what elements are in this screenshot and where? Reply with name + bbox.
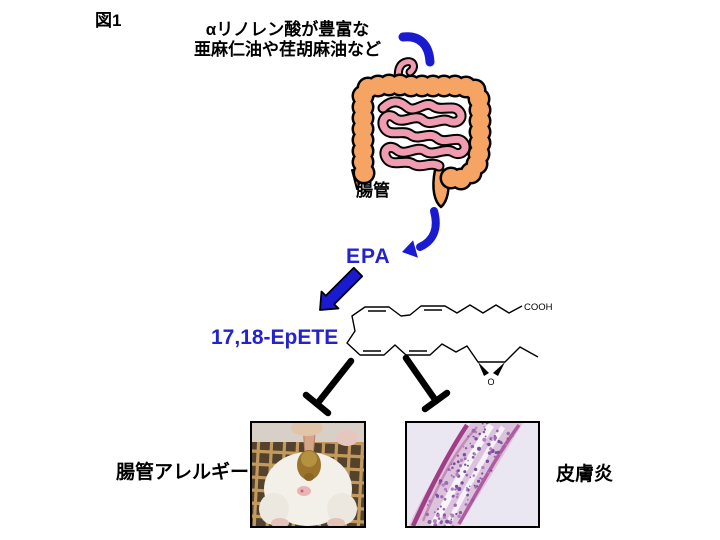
mouse-leg-left: [259, 493, 289, 525]
mouse-ear: [336, 430, 358, 446]
epidermis-edge-left: [410, 423, 469, 526]
anal-spot: [300, 489, 304, 493]
inhibition-bar-left: [313, 357, 355, 408]
dermis-mid-layer: [421, 426, 478, 522]
source-oils-line1: αリノレン酸が豊富な: [205, 20, 370, 39]
arrow-gut-to-epa-icon: [402, 207, 440, 258]
epa-label: EPA: [346, 245, 391, 268]
mouse-foot-left: [271, 518, 289, 526]
epoxide-wedge-bond: [493, 362, 505, 376]
diarrhea-drip: [304, 473, 314, 481]
diarrhea-highlight: [301, 451, 317, 467]
outcome-allergy-label: 腸管アレルギー: [116, 462, 250, 483]
arrow-gut-to-epa-shaft: [416, 207, 440, 251]
handler-finger: [291, 423, 323, 436]
skin-histology-photo: [405, 421, 540, 528]
histology-art: [407, 423, 538, 526]
inhibition-bar-left-cap: [302, 391, 332, 417]
inhibition-bar-right-cap: [421, 389, 451, 413]
carbon-skeleton: [346, 304, 539, 363]
arrow-epa-to-epete-icon: [319, 266, 364, 311]
flow-arc-top-icon: [398, 32, 435, 67]
chemical-structure: O COOH: [346, 302, 553, 387]
mouse-leg-right: [327, 493, 357, 525]
epoxide-wedge-bond: [478, 362, 489, 376]
colon-shape: [354, 76, 489, 188]
source-oils-text: αリノレン酸が豊富な 亜麻仁油や荏胡麻油など: [160, 20, 415, 60]
outcome-dermatitis-label: 皮膚炎: [556, 464, 614, 485]
figure-label: 図1: [95, 11, 122, 30]
anal-area: [297, 486, 311, 496]
epoxide-o-label: O: [487, 377, 494, 387]
cooh-label: COOH: [524, 302, 553, 313]
arrow-gut-to-epa-head: [402, 240, 418, 258]
mouse-foot-right: [327, 518, 345, 526]
source-oils-line2: 亜麻仁油や荏胡麻油など: [194, 40, 381, 59]
epete-label: 17,18-EpETE: [211, 326, 339, 349]
mouse-allergy-photo: [250, 421, 366, 528]
inhibition-bar-right: [402, 354, 440, 405]
mouse-photo-art: [252, 423, 364, 526]
intestine-label: 腸管: [356, 181, 390, 200]
inhibition-bars: [302, 354, 451, 417]
small-intestine-shape: [379, 98, 469, 170]
intestine-illustration: [351, 57, 492, 209]
cell-nuclei-speckles: [425, 423, 514, 526]
